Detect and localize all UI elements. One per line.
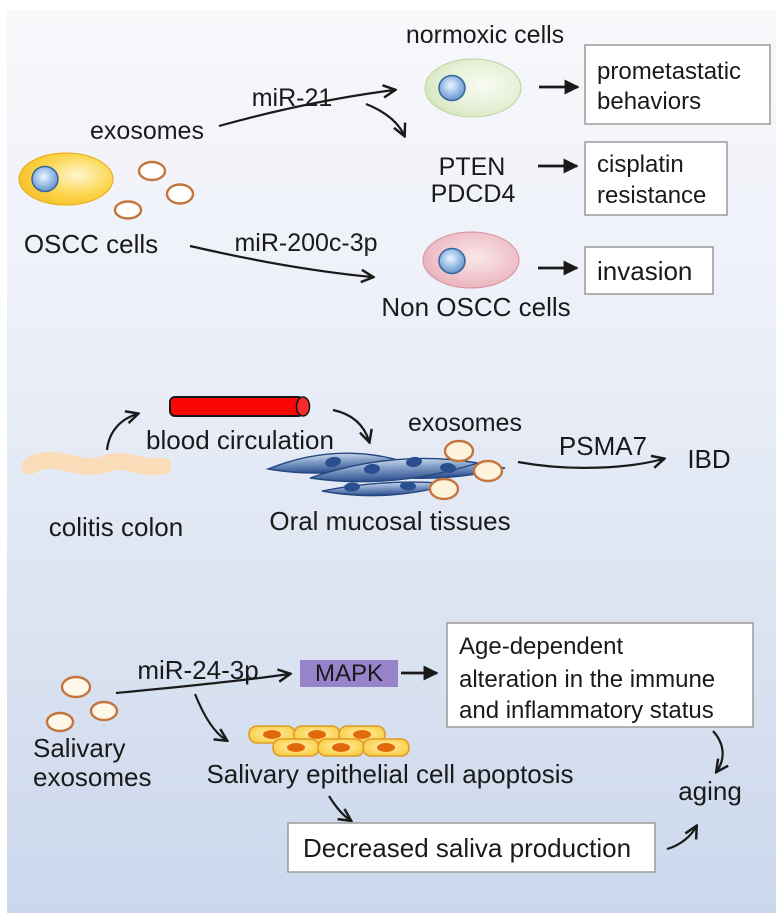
exosome-vesicle (472, 459, 504, 483)
invasion-box-label: invasion (597, 256, 692, 286)
normoxic-cells-label: normoxic cells (406, 21, 564, 49)
saliva-box-label: Decreased saliva production (303, 833, 631, 863)
exosome-vesicle (89, 700, 119, 722)
salivary-exosome-vesicles (45, 675, 119, 733)
mapk-box (300, 660, 398, 687)
mir200c-label: miR-200c-3p (234, 229, 377, 257)
oral-exosome-vesicles (428, 439, 504, 501)
psma7-label: PSMA7 (559, 431, 647, 461)
arrow-age-box-to-aging (712, 730, 723, 771)
cisplatin-box-line2: resistance (597, 182, 706, 209)
blood-circulation-label: blood circulation (146, 425, 334, 455)
mir21-arrow (218, 90, 394, 128)
mir24-branch-arrow (193, 693, 226, 740)
non-oscc-cell-shape (422, 231, 520, 289)
aging-label: aging (678, 776, 742, 806)
blood-vessel-body (169, 396, 304, 417)
exosomes-label-middle: exosomes (408, 409, 522, 437)
mir21-branch-arrow (365, 102, 404, 135)
normoxic-cell-shape (424, 58, 522, 118)
exosome-vesicle (428, 477, 460, 501)
oscc-panel: exosomes OSCC cells miR-21 normoxic cell… (18, 21, 771, 322)
pdcd4-label: PDCD4 (431, 180, 516, 208)
salivary-label-line2: exosomes (33, 762, 152, 792)
epithelial-cell-nuclei (263, 730, 395, 752)
non-oscc-cells-label: Non OSCC cells (381, 292, 570, 322)
oscc-cell-nucleus (31, 165, 59, 193)
ibd-label: IBD (687, 444, 730, 474)
spindle-cell-nuclei (325, 456, 456, 492)
exosome-vesicle (137, 160, 167, 182)
mir200c-arrow (189, 244, 372, 277)
oral-mucosal-label: Oral mucosal tissues (269, 506, 510, 536)
mir24-label: miR-24-3p (137, 655, 258, 685)
prometastatic-box (584, 44, 771, 125)
arrow-saliva-box-to-aging (666, 827, 696, 851)
oral-mucosal-tissue-shape (265, 452, 506, 497)
prometastatic-box-line1: prometastatic (597, 58, 741, 85)
arrow-blood-to-oral (332, 408, 369, 441)
salivary-label-line1: Salivary (33, 733, 125, 763)
age-box-line1: Age-dependent (459, 633, 623, 660)
exosome-vesicle (45, 711, 75, 733)
normoxic-cell-nucleus (438, 74, 466, 102)
invasion-box (584, 246, 714, 295)
mir24-arrow (115, 674, 289, 695)
ibd-panel: colitis colon blood circulation Oral muc (21, 396, 731, 542)
exosome-vesicle (443, 439, 475, 463)
psma7-arrow (517, 459, 663, 469)
mapk-label: MAPK (315, 660, 383, 687)
epithelial-cells-shape (248, 725, 410, 757)
prometastatic-box-line2: behaviors (597, 88, 701, 115)
non-oscc-cell-nucleus (438, 247, 466, 275)
arrow-colon-to-blood (105, 414, 137, 451)
mir21-label: miR-21 (252, 84, 333, 112)
oscc-exosome-vesicles (113, 160, 195, 220)
exosomes-label-top: exosomes (90, 117, 204, 145)
exosome-vesicle (165, 183, 195, 205)
apoptosis-label: Salivary epithelial cell apoptosis (206, 759, 573, 789)
age-box (446, 622, 754, 728)
colitis-colon-label: colitis colon (49, 512, 183, 542)
saliva-box (287, 822, 656, 873)
exosome-vesicle (60, 675, 92, 699)
salivary-panel: Salivary exosomes miR-24-3p MAPK Age-dep… (33, 622, 754, 873)
cisplatin-box-line1: cisplatin (597, 151, 684, 178)
arrow-apoptosis-to-saliva-box (328, 795, 350, 820)
exosome-vesicle (113, 200, 143, 220)
age-box-line2: alteration in the immune (459, 666, 715, 693)
pten-label: PTEN (439, 153, 506, 181)
colitis-colon-shape (21, 451, 172, 476)
oscc-cells-label: OSCC cells (24, 229, 158, 259)
blood-vessel-end (295, 396, 311, 417)
cisplatin-box (584, 141, 728, 216)
age-box-line3: and inflammatory status (459, 697, 714, 724)
blood-vessel-shape (169, 396, 311, 417)
